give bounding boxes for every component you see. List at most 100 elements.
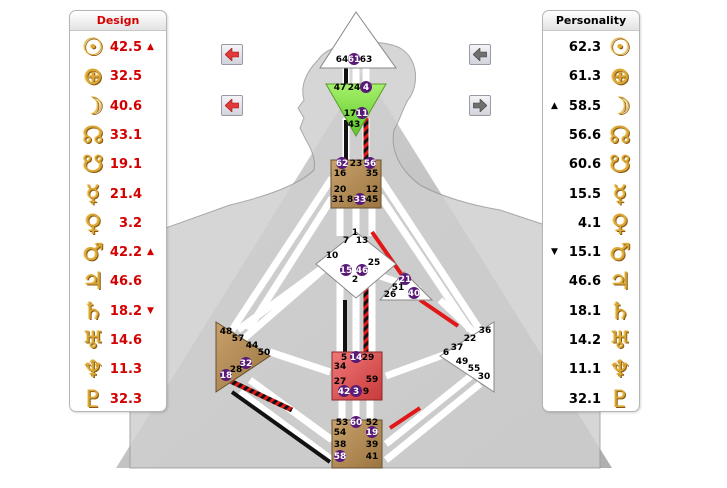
gate-11[interactable]: 11: [356, 109, 369, 119]
personality-row-pluto[interactable]: ♇32.1: [543, 385, 639, 414]
design-row-mercury[interactable]: ☿21.4: [70, 180, 166, 209]
design-row-neptune[interactable]: ♆11.3: [70, 355, 166, 384]
gate-29[interactable]: 29: [362, 353, 375, 363]
gate-2[interactable]: 2: [352, 275, 358, 285]
gate-48[interactable]: 48: [220, 327, 233, 337]
design-prev-button[interactable]: [221, 44, 243, 65]
gate-56[interactable]: 56: [364, 159, 377, 169]
design-row-moon[interactable]: ☽40.6: [70, 92, 166, 121]
design-mars-arrow: ▲: [147, 247, 154, 258]
gate-49[interactable]: 49: [456, 357, 469, 367]
gate-52[interactable]: 52: [366, 418, 379, 428]
personality-row-jupiter[interactable]: ♃46.6: [543, 267, 639, 296]
gate-61[interactable]: 61: [348, 55, 361, 65]
gate-47[interactable]: 47: [334, 83, 347, 93]
design-row-saturn[interactable]: ♄18.2▼: [70, 297, 166, 326]
gate-21[interactable]: 21: [399, 275, 412, 285]
gate-30[interactable]: 30: [478, 372, 491, 382]
gate-23[interactable]: 23: [350, 159, 363, 169]
gate-58[interactable]: 58: [334, 452, 347, 462]
design-row-earth[interactable]: ⊕32.5: [70, 62, 166, 91]
personality-row-venus[interactable]: ♀4.1: [543, 209, 639, 238]
gate-26[interactable]: 26: [384, 290, 397, 300]
gate-4[interactable]: 4: [363, 83, 369, 93]
design-row-venus[interactable]: ♀3.2: [70, 209, 166, 238]
gate-41[interactable]: 41: [366, 452, 379, 462]
gate-60[interactable]: 60: [350, 418, 363, 428]
head-center[interactable]: [319, 11, 397, 69]
personality-row-earth[interactable]: ⊕61.3: [543, 62, 639, 91]
gate-38[interactable]: 38: [334, 440, 347, 450]
gate-37[interactable]: 37: [451, 343, 464, 353]
g-center[interactable]: [315, 231, 397, 299]
personality-next-button[interactable]: [469, 95, 491, 116]
gate-7[interactable]: 7: [343, 236, 349, 246]
personality-row-mars[interactable]: ♂15.1▼: [543, 238, 639, 267]
personality-row-saturn[interactable]: ♄18.1: [543, 297, 639, 326]
gate-25[interactable]: 25: [368, 258, 381, 268]
personality-row-uranus[interactable]: ♅14.2: [543, 326, 639, 355]
ajna-center[interactable]: [325, 83, 387, 138]
gate-20[interactable]: 20: [334, 185, 347, 195]
gate-43[interactable]: 43: [348, 120, 361, 130]
gate-54[interactable]: 54: [334, 428, 347, 438]
design-row-south-node[interactable]: ☋19.1: [70, 150, 166, 179]
gate-28[interactable]: 28: [230, 365, 243, 375]
gate-51[interactable]: 51: [392, 283, 405, 293]
gate-10[interactable]: 10: [326, 251, 339, 261]
gate-34[interactable]: 34: [334, 362, 347, 372]
solar-plexus-center[interactable]: [439, 321, 495, 393]
gate-5[interactable]: 5: [341, 353, 347, 363]
gate-40[interactable]: 40: [408, 289, 421, 299]
personality-prev-button[interactable]: [469, 44, 491, 65]
gate-31[interactable]: 31: [332, 195, 345, 205]
gate-27[interactable]: 27: [334, 377, 347, 387]
design-row-jupiter[interactable]: ♃46.6: [70, 267, 166, 296]
gate-33[interactable]: 33: [354, 195, 367, 205]
gate-14[interactable]: 14: [350, 353, 363, 363]
gate-63[interactable]: 63: [360, 55, 373, 65]
gate-59[interactable]: 59: [366, 375, 379, 385]
gate-15[interactable]: 15: [340, 266, 353, 276]
gate-42[interactable]: 42: [338, 387, 351, 397]
design-next-button[interactable]: [221, 95, 243, 116]
design-row-north-node[interactable]: ☊33.1: [70, 121, 166, 150]
gate-9[interactable]: 9: [363, 387, 369, 397]
gate-32[interactable]: 32: [240, 359, 253, 369]
gate-3[interactable]: 3: [353, 387, 359, 397]
design-row-uranus[interactable]: ♅14.6: [70, 326, 166, 355]
personality-row-neptune[interactable]: ♆11.1: [543, 355, 639, 384]
gate-35[interactable]: 35: [366, 169, 379, 179]
gate-53[interactable]: 53: [336, 418, 349, 428]
personality-row-north-node[interactable]: ☊56.6: [543, 121, 639, 150]
gate-13[interactable]: 13: [356, 236, 369, 246]
design-row-sun[interactable]: ☉42.5▲: [70, 33, 166, 62]
gate-16[interactable]: 16: [334, 169, 347, 179]
personality-row-moon[interactable]: ☽58.5▲: [543, 92, 639, 121]
design-row-mars[interactable]: ♂42.2▲: [70, 238, 166, 267]
gate-8[interactable]: 8: [347, 195, 353, 205]
gate-18[interactable]: 18: [220, 371, 233, 381]
design-row-pluto[interactable]: ♇32.3: [70, 385, 166, 414]
gate-50[interactable]: 50: [258, 348, 271, 358]
gate-39[interactable]: 39: [366, 440, 379, 450]
gate-1[interactable]: 1: [352, 228, 358, 238]
gate-22[interactable]: 22: [464, 334, 477, 344]
gate-57[interactable]: 57: [232, 334, 245, 344]
gate-44[interactable]: 44: [246, 341, 259, 351]
gate-12[interactable]: 12: [366, 185, 379, 195]
gate-55[interactable]: 55: [468, 364, 481, 374]
gate-19[interactable]: 19: [366, 428, 379, 438]
gate-36[interactable]: 36: [479, 326, 492, 336]
personality-row-mercury[interactable]: ☿15.5: [543, 180, 639, 209]
gate-17[interactable]: 17: [344, 109, 357, 119]
gate-64[interactable]: 64: [336, 55, 349, 65]
personality-row-sun[interactable]: ☉62.3: [543, 33, 639, 62]
gate-62[interactable]: 62: [336, 159, 349, 169]
gate-45[interactable]: 45: [366, 195, 379, 205]
gate-24[interactable]: 24: [348, 83, 361, 93]
gate-46[interactable]: 46: [356, 266, 369, 276]
personality-row-south-node[interactable]: ☋60.6: [543, 150, 639, 179]
gate-6[interactable]: 6: [443, 348, 449, 358]
gate-58-marker: [334, 450, 346, 462]
